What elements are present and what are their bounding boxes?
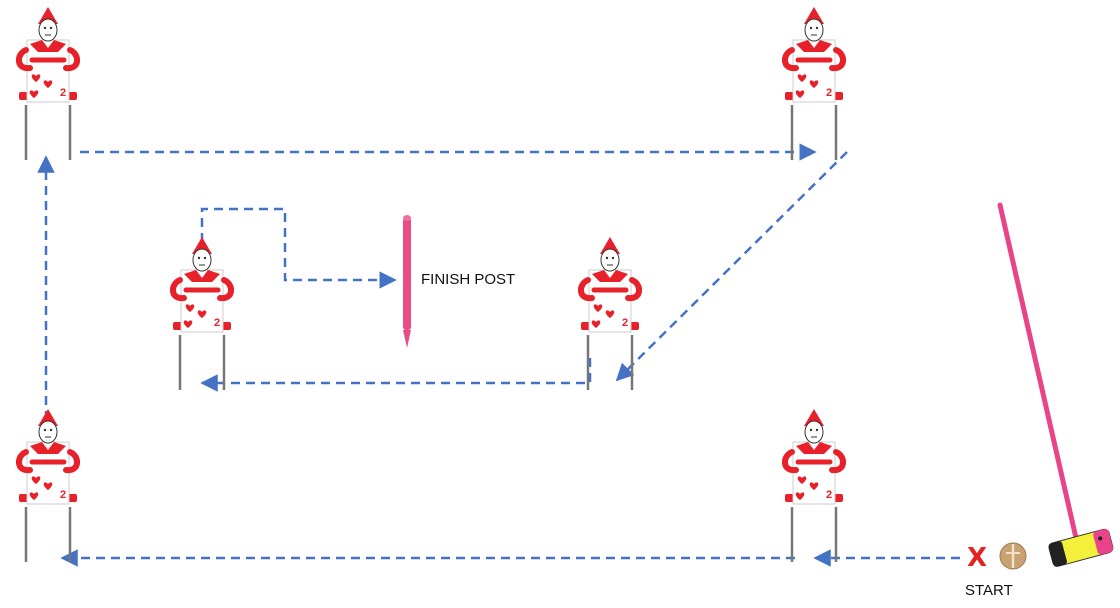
hoop-icon-bottom-left <box>19 409 77 562</box>
hoop-icon-bottom-right <box>785 409 843 562</box>
hoop-icon-middle-left <box>173 237 231 390</box>
course-path <box>37 143 960 567</box>
hedgehog-ball-icon <box>999 542 1027 570</box>
finish-post-label: FINISH POST <box>421 271 516 288</box>
flamingo-mallet-icon <box>997 202 1114 567</box>
hoop-icon-top-right <box>785 7 843 160</box>
path-segment-diagonal <box>615 151 848 382</box>
start-label: START <box>965 582 1013 599</box>
path-segment-finish <box>200 207 397 289</box>
start-marker: X <box>967 543 988 573</box>
hoop-icon-top-left <box>19 7 77 160</box>
path-segment-middle <box>200 358 592 392</box>
finish-post-icon <box>403 215 411 348</box>
